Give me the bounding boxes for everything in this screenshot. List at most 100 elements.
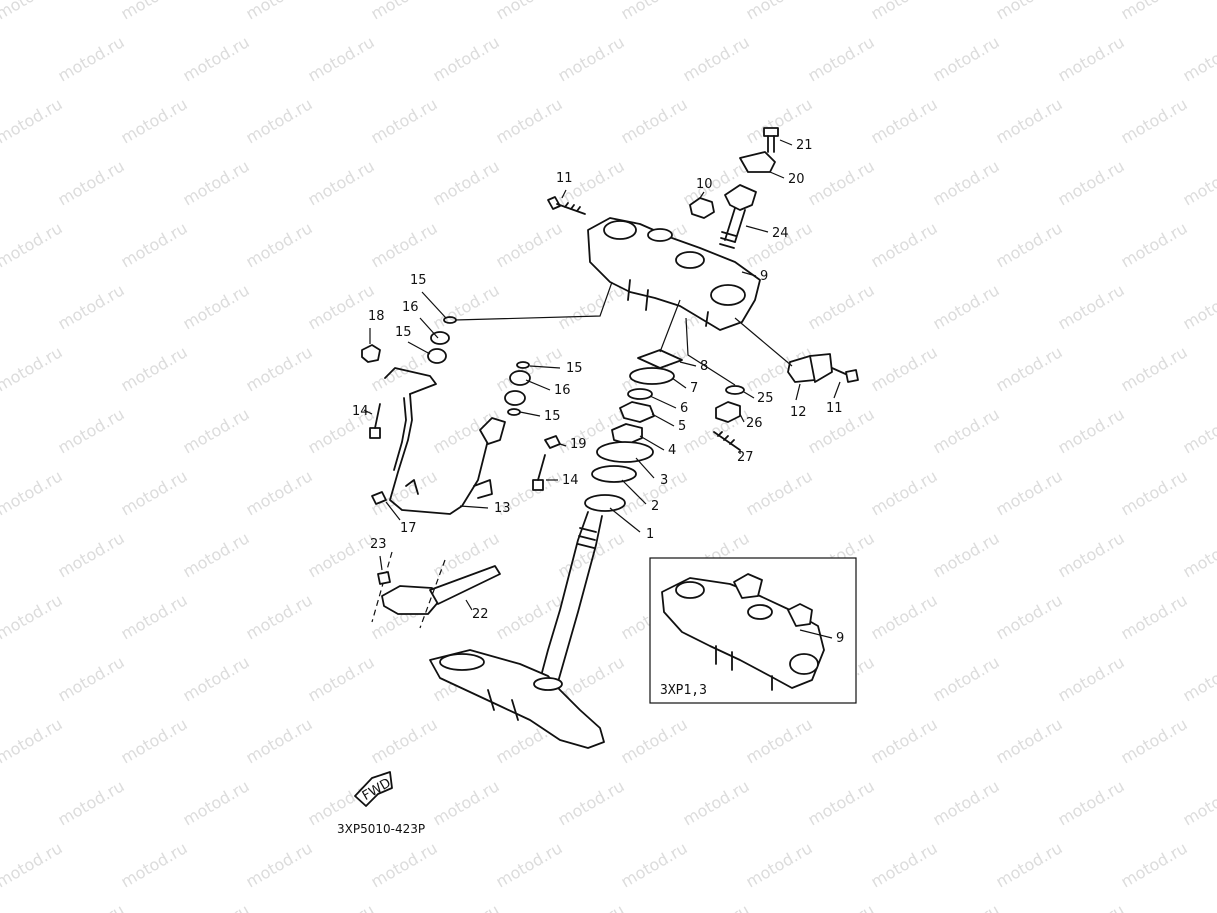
callout-c14b: 14 (562, 473, 579, 488)
bracket-plate (809, 353, 833, 383)
watermark-text: motod.ru (0, 32, 3, 85)
watermark-text: motod.ru (493, 94, 566, 147)
watermark-text: motod.ru (430, 776, 503, 829)
nut-26 (715, 401, 741, 423)
collar-15-a (443, 316, 457, 324)
watermark-text: motod.ru (1055, 776, 1128, 829)
bolt-14-right (532, 454, 546, 491)
leader-line-c11b (833, 381, 841, 399)
leader-line-c15d (519, 411, 541, 417)
watermark-text: motod.ru (1180, 900, 1217, 913)
watermark-text: motod.ru (305, 900, 378, 913)
watermark-text: motod.ru (930, 404, 1003, 457)
watermark-text: motod.ru (680, 32, 753, 85)
bolt-21 (763, 127, 779, 153)
watermark-text: motod.ru (0, 218, 66, 271)
watermark-text: motod.ru (0, 0, 66, 23)
watermark-text: motod.ru (55, 32, 128, 85)
watermark-text: motod.ru (1118, 838, 1191, 891)
watermark-text: motod.ru (368, 94, 441, 147)
watermark-text: motod.ru (1118, 94, 1191, 147)
watermark-text: motod.ru (305, 280, 378, 333)
leader-line-c6 (649, 395, 677, 409)
watermark-text: motod.ru (930, 776, 1003, 829)
leader-line-c13 (459, 505, 489, 509)
watermark-text: motod.ru (243, 466, 316, 519)
watermark-text: motod.ru (1180, 32, 1217, 85)
watermark-text: motod.ru (1055, 404, 1128, 457)
watermark-text: motod.ru (868, 342, 941, 395)
callout-c21: 21 (796, 138, 813, 153)
leader-line-c25 (743, 391, 755, 399)
watermark-text: motod.ru (1055, 32, 1128, 85)
grommet-16-right (509, 370, 531, 386)
watermark-text: motod.ru (243, 342, 316, 395)
leader-line-c1 (609, 507, 641, 533)
callout-c16b: 16 (554, 383, 571, 398)
watermark-text: motod.ru (0, 714, 66, 767)
callout-c15b: 15 (395, 325, 412, 340)
watermark-text: motod.ru (0, 900, 3, 913)
watermark-text: motod.ru (493, 218, 566, 271)
watermark-text: motod.ru (55, 900, 128, 913)
callout-c17: 17 (400, 521, 417, 536)
callout-c26: 26 (746, 416, 763, 431)
lower-bracket (429, 511, 605, 749)
collar-15-c (507, 408, 521, 416)
leader-line-c15b (407, 341, 431, 355)
watermark-text: motod.ru (180, 528, 253, 581)
watermark-text: motod.ru (118, 466, 191, 519)
watermark-text: motod.ru (55, 528, 128, 581)
callout-c24: 24 (772, 226, 789, 241)
watermark-text: motod.ru (118, 714, 191, 767)
watermark-text: motod.ru (805, 776, 878, 829)
watermark-text: motod.ru (555, 32, 628, 85)
bolt-17 (371, 491, 387, 505)
watermark-text: motod.ru (1055, 900, 1128, 913)
callout-c5: 5 (678, 419, 686, 434)
callout-c3: 3 (660, 473, 668, 488)
leader-line-c23 (379, 555, 383, 571)
watermark-text: motod.ru (430, 156, 503, 209)
watermark-text: motod.ru (868, 714, 941, 767)
callout-c8: 8 (700, 359, 708, 374)
watermark-text: motod.ru (430, 900, 503, 913)
callout-c22: 22 (472, 607, 489, 622)
handlebar-holder-24 (719, 184, 757, 249)
leader-line-c4 (639, 435, 665, 451)
leader-line-c22 (465, 599, 473, 611)
watermark-text: motod.ru (1118, 218, 1191, 271)
watermark-text: motod.ru (1055, 156, 1128, 209)
leader-line-c15c (529, 365, 561, 369)
watermark-text: motod.ru (555, 528, 628, 581)
watermark-text: motod.ru (55, 156, 128, 209)
watermark-text: motod.ru (805, 156, 878, 209)
watermark-text: motod.ru (180, 652, 253, 705)
bearing-1 (584, 494, 626, 512)
watermark-text: motod.ru (0, 156, 3, 209)
watermark-text: motod.ru (930, 156, 1003, 209)
watermark-text: motod.ru (430, 32, 503, 85)
watermark-text: motod.ru (1118, 590, 1191, 643)
watermark-text: motod.ru (868, 0, 941, 23)
callout-c7: 7 (690, 381, 698, 396)
watermark-text: motod.ru (680, 776, 753, 829)
leader-line-c12 (795, 383, 801, 401)
watermark-text: motod.ru (743, 714, 816, 767)
leader-12 (734, 317, 793, 367)
watermark-text: motod.ru (868, 466, 941, 519)
watermark-text: motod.ru (993, 590, 1066, 643)
watermark-text: motod.ru (0, 776, 3, 829)
watermark-text: motod.ru (118, 590, 191, 643)
leader-line-c3 (635, 457, 655, 479)
callout-c10: 10 (696, 177, 713, 192)
leader-line-c10 (699, 191, 705, 199)
leader-line-c24 (745, 225, 769, 233)
watermark-text: motod.ru (493, 0, 566, 23)
watermark-text: motod.ru (930, 652, 1003, 705)
watermark-text: motod.ru (368, 0, 441, 23)
watermark-text: motod.ru (0, 280, 3, 333)
watermark-text: motod.ru (55, 280, 128, 333)
watermark-text: motod.ru (930, 900, 1003, 913)
